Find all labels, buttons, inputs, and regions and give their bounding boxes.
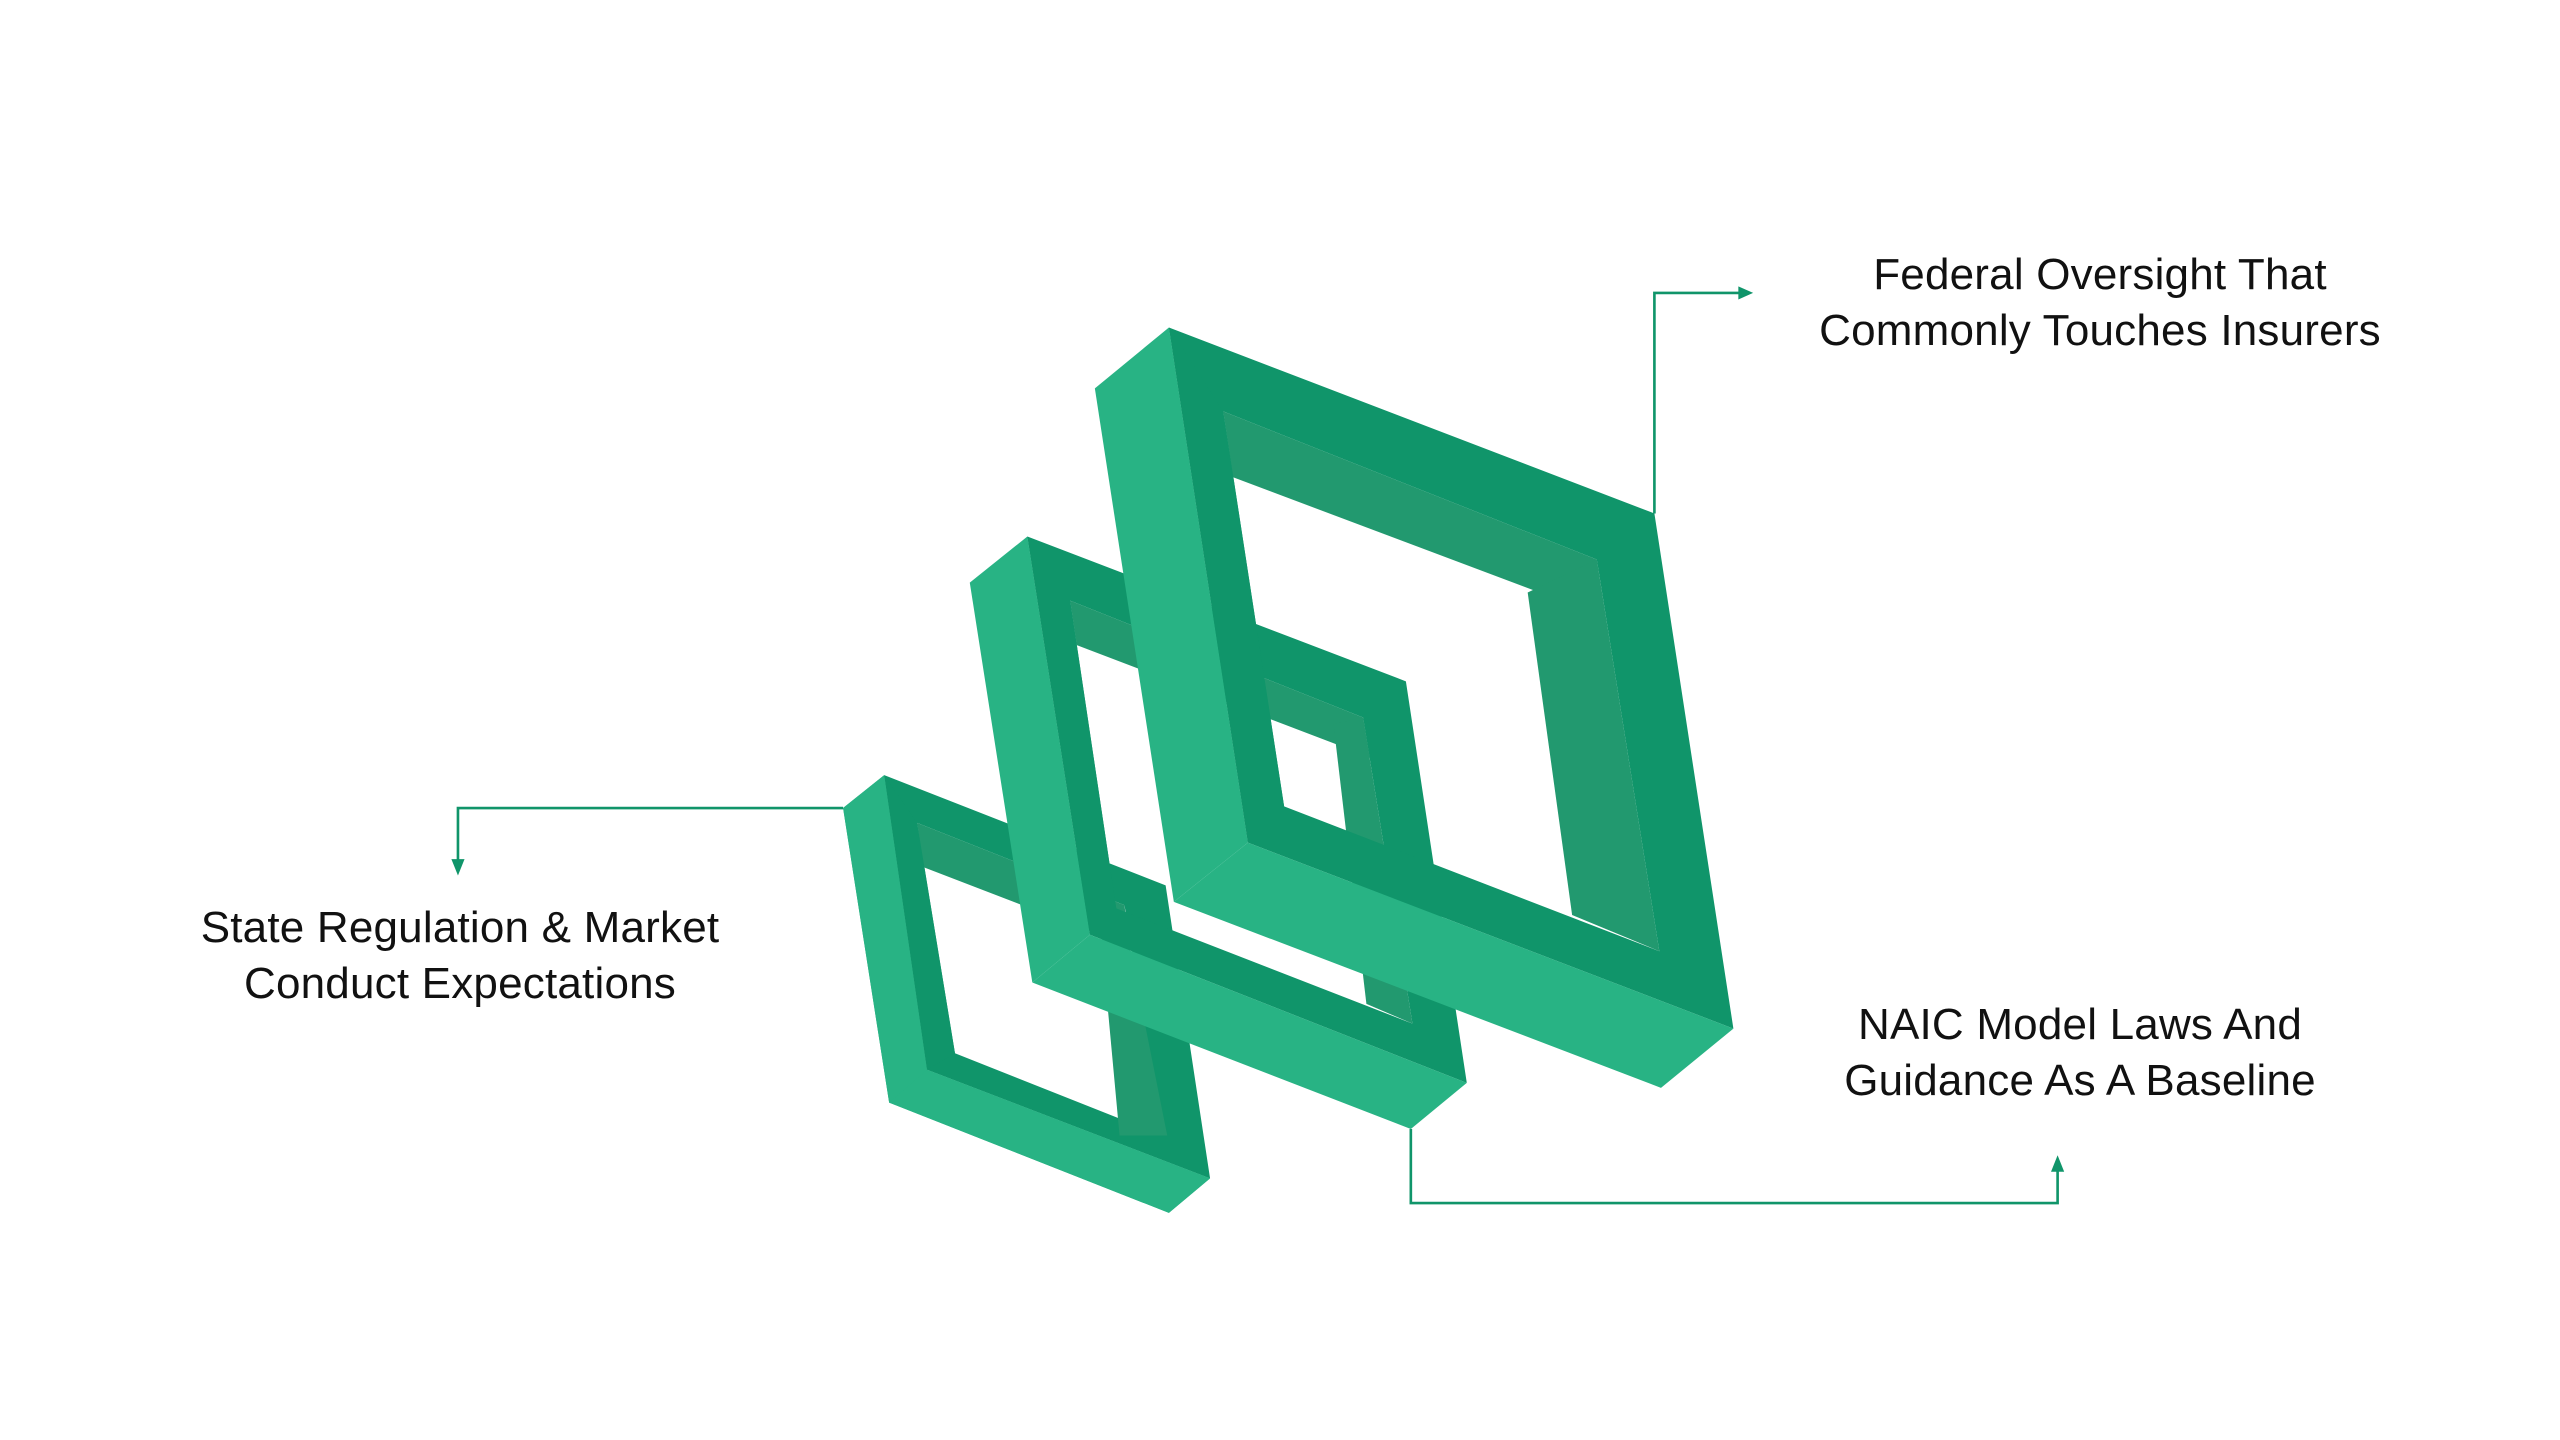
- connector-state: [456, 806, 844, 863]
- large-frame-inner-wall-top: [1223, 411, 1606, 618]
- medium-frame: [969, 536, 1467, 1129]
- medium-frame-front-left: [969, 536, 1090, 983]
- large-frame-inner-wall-right: [1527, 559, 1660, 952]
- label-naic-line1: NAIC Model Laws And: [1857, 1000, 2302, 1049]
- connector-federal: [1653, 291, 1742, 514]
- medium-frame-front-bottom: [1032, 934, 1467, 1129]
- small-frame-front-bottom: [889, 1069, 1211, 1213]
- arrow-up-icon: [2051, 1155, 2065, 1172]
- arrow-right-icon: [1738, 286, 1754, 300]
- connector-naic: [1409, 1128, 2059, 1205]
- label-federal-oversight: Federal Oversight That Commonly Touches …: [1760, 247, 2440, 359]
- label-naic-line2: Guidance As A Baseline: [1844, 1056, 2316, 1105]
- label-state-line2: Conduct Expectations: [243, 959, 677, 1008]
- small-frame-back-face: [884, 775, 1211, 1179]
- large-frame-back-face: [1168, 327, 1734, 1029]
- large-frame-front-left: [1094, 327, 1248, 902]
- small-frame-dark-left-inner: [884, 775, 955, 1070]
- medium-frame-back-face: [1027, 536, 1467, 1083]
- label-naic-model-laws: NAIC Model Laws And Guidance As A Baseli…: [1770, 997, 2390, 1109]
- small-frame-front-left: [843, 775, 927, 1103]
- medium-frame-dark-left-inner: [1027, 536, 1117, 935]
- large-frame-front-bottom: [1173, 842, 1734, 1088]
- large-frame: [1094, 327, 1734, 1088]
- label-federal-line2: Commonly Touches Insurers: [1819, 306, 2381, 355]
- large-frame-dark-left-inner: [1168, 327, 1285, 843]
- label-state-regulation: State Regulation & Market Conduct Expect…: [140, 900, 780, 1012]
- arrow-down-icon: [451, 859, 465, 876]
- label-federal-line1: Federal Oversight That: [1873, 250, 2327, 299]
- label-state-line1: State Regulation & Market: [200, 903, 720, 952]
